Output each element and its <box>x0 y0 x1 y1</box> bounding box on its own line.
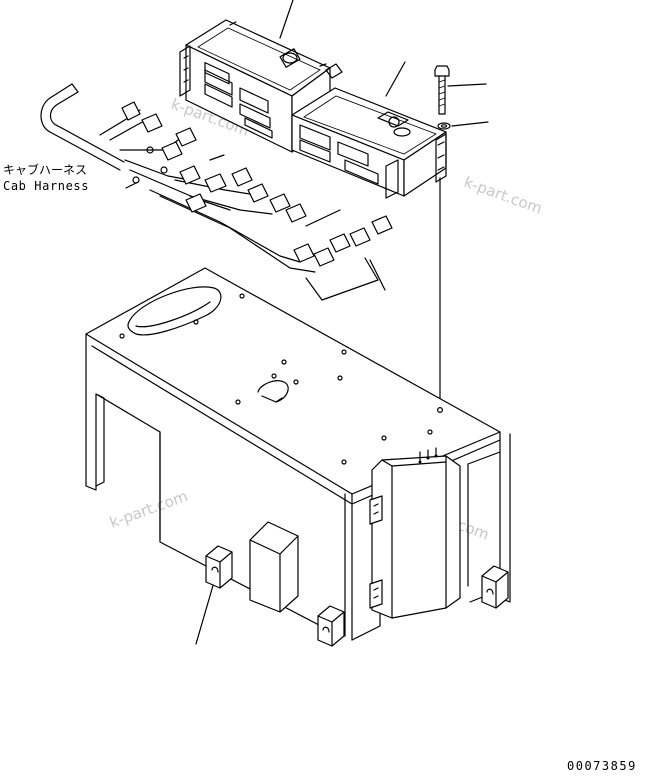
cab-harness <box>40 83 393 273</box>
harness-label-jp: キャブハーネス <box>3 162 87 177</box>
console-box <box>85 267 511 647</box>
mounting-bolt <box>434 65 450 115</box>
harness-label: キャブハーネス Cab Harness <box>3 162 89 193</box>
harness-label-en: Cab Harness <box>3 179 89 193</box>
controller-right <box>291 63 447 199</box>
leader-lines <box>195 0 489 645</box>
watermark-right: k-part.com <box>462 173 545 218</box>
watermark-left: k-part.com <box>107 487 190 532</box>
washer <box>437 122 451 130</box>
drawing-number: 00073859 <box>567 759 637 773</box>
